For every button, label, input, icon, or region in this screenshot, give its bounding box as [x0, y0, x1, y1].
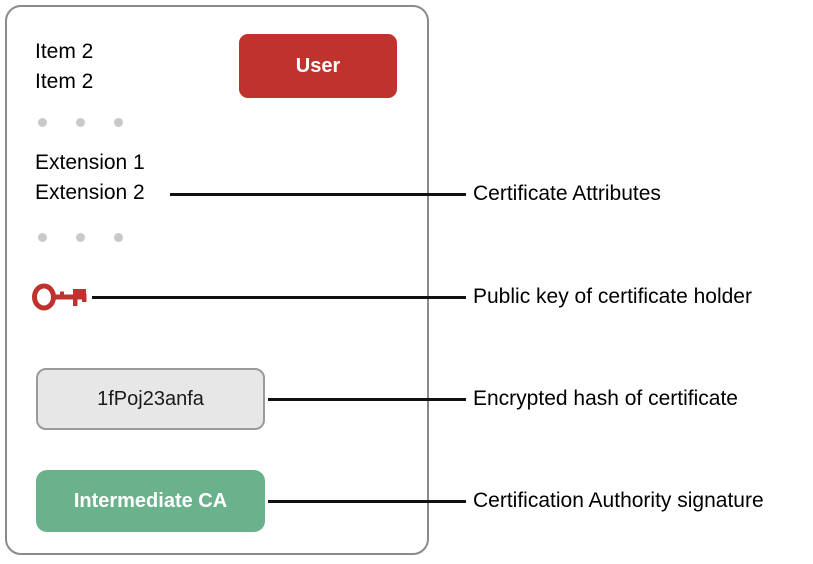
certificate-attribute-row-1: Item 2: [35, 40, 94, 63]
leader-line-encrypted-hash: [268, 398, 466, 401]
ellipsis-dot: [38, 118, 47, 127]
leader-line-certificate-attributes: [170, 193, 466, 196]
encrypted-hash-box[interactable]: 1fPoj23anfa: [36, 368, 265, 430]
annotation-encrypted-hash: Encrypted hash of certificate: [473, 387, 738, 410]
annotation-ca-signature: Certification Authority signature: [473, 489, 764, 512]
ellipsis-dot: [114, 118, 123, 127]
annotation-public-key: Public key of certificate holder: [473, 285, 752, 308]
annotation-certificate-attributes: Certificate Attributes: [473, 182, 661, 205]
certificate-extension-row-1: Extension 1: [35, 151, 145, 174]
ellipsis-dot: [38, 233, 47, 242]
certificate-extension-row-2: Extension 2: [35, 181, 145, 204]
ellipsis-dots-upper: [38, 118, 123, 127]
ellipsis-dot: [114, 233, 123, 242]
ellipsis-dots-lower: [38, 233, 123, 242]
key-icon: [32, 283, 90, 311]
ellipsis-dot: [76, 118, 85, 127]
user-badge[interactable]: User: [239, 34, 397, 98]
ellipsis-dot: [76, 233, 85, 242]
leader-line-public-key: [92, 296, 466, 299]
certificate-attribute-row-2: Item 2: [35, 70, 94, 93]
intermediate-ca-badge[interactable]: Intermediate CA: [36, 470, 265, 532]
leader-line-ca-signature: [268, 500, 466, 503]
